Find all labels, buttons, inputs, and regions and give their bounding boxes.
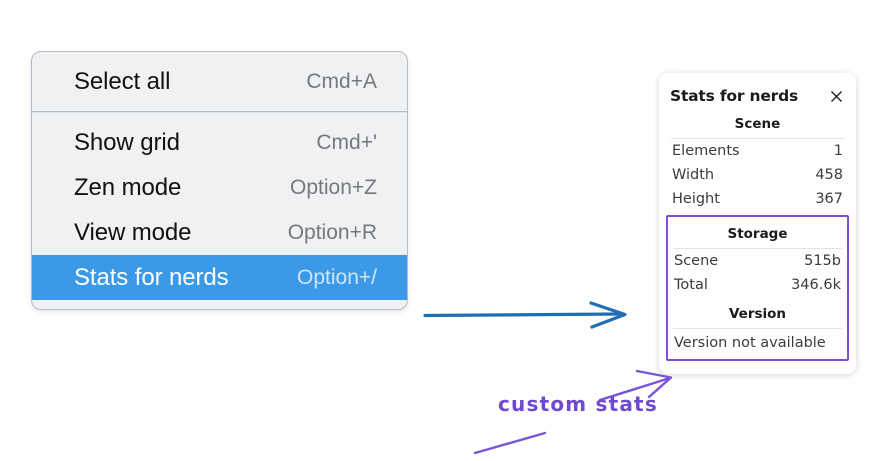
stat-value: 458 — [815, 167, 843, 183]
blue-arrow — [423, 301, 627, 329]
section-divider — [671, 138, 844, 139]
stat-key: Width — [672, 167, 715, 183]
stat-value: 515b — [804, 253, 841, 269]
menu-item-zen-mode[interactable]: Zen mode Option+Z — [32, 165, 407, 210]
stat-value: 367 — [815, 191, 843, 207]
stats-panel-header: Stats for nerds — [670, 83, 845, 107]
stats-section-storage: Storage Scene 515b Total 346.6k — [672, 217, 843, 297]
menu-item-shortcut: Option+Z — [290, 175, 377, 199]
menu-item-shortcut: Cmd+A — [306, 69, 377, 93]
stat-row: Scene 515b — [672, 249, 843, 273]
canvas-context-menu[interactable]: Select all Cmd+A Show grid Cmd+' Zen mod… — [31, 51, 408, 310]
menu-item-show-grid[interactable]: Show grid Cmd+' — [32, 120, 407, 165]
stat-row: Total 346.6k — [672, 273, 843, 297]
stats-panel-title: Stats for nerds — [670, 87, 799, 105]
menu-separator — [32, 111, 407, 113]
section-heading-storage: Storage — [727, 226, 788, 242]
menu-group-1: Select all Cmd+A — [32, 59, 407, 104]
stat-row: Width 458 — [670, 163, 845, 187]
section-heading-version: Version — [728, 306, 787, 322]
menu-item-label: View mode — [74, 218, 192, 246]
menu-item-stats-for-nerds[interactable]: Stats for nerds Option+/ — [32, 255, 407, 300]
custom-stats-annotation-label: custom stats — [498, 392, 658, 416]
custom-stats-highlight-box: Storage Scene 515b Total 346.6k Version … — [666, 215, 849, 361]
stat-key: Elements — [672, 143, 740, 159]
stat-key: Height — [672, 191, 720, 207]
purple-underline-stroke — [473, 431, 547, 455]
stat-value: 1 — [833, 143, 843, 159]
stat-key: Scene — [674, 253, 719, 269]
section-divider — [673, 328, 842, 329]
menu-item-shortcut: Cmd+' — [316, 130, 377, 154]
menu-item-shortcut: Option+R — [287, 220, 377, 244]
stats-for-nerds-panel[interactable]: Stats for nerds Scene Elements 1 Width 4… — [659, 73, 856, 374]
stat-key: Total — [674, 277, 708, 293]
menu-item-shortcut: Option+/ — [297, 265, 377, 289]
version-value: Version not available — [674, 335, 826, 351]
menu-item-select-all[interactable]: Select all Cmd+A — [32, 59, 407, 104]
stats-section-version: Version Version not available — [672, 297, 843, 354]
menu-group-2: Show grid Cmd+' Zen mode Option+Z View m… — [32, 120, 407, 300]
stat-row: Elements 1 — [670, 139, 845, 163]
section-heading-scene: Scene — [734, 116, 781, 132]
stats-section-scene: Scene Elements 1 Width 458 Height 367 — [670, 107, 845, 211]
menu-item-label: Zen mode — [74, 173, 182, 201]
menu-item-label: Select all — [74, 67, 171, 95]
menu-item-label: Show grid — [74, 128, 180, 156]
section-divider — [673, 248, 842, 249]
close-icon[interactable] — [827, 87, 845, 105]
menu-item-label: Stats for nerds — [74, 263, 229, 291]
stat-value: 346.6k — [791, 277, 841, 293]
stat-row: Height 367 — [670, 187, 845, 211]
menu-item-view-mode[interactable]: View mode Option+R — [32, 210, 407, 255]
